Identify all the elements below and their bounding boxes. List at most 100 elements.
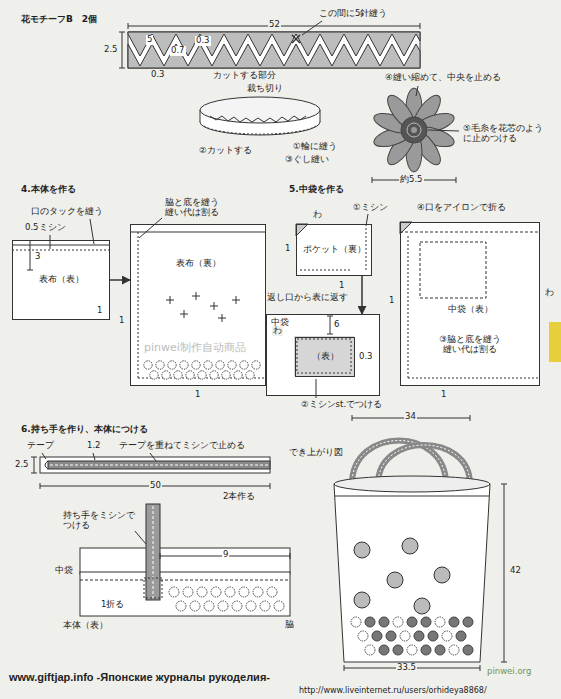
annotation-text: 1	[118, 316, 125, 326]
step-arrow	[110, 279, 130, 281]
drawing-line	[122, 32, 123, 68]
section-heading: 5.中袋を作る	[288, 184, 345, 194]
drawing-circle	[351, 617, 361, 627]
main-body-figure	[12, 218, 266, 386]
drawing-circle	[400, 631, 410, 641]
drawing-line	[153, 506, 154, 598]
section-heading: www.giftjap.info -Японские журналы рукод…	[8, 671, 271, 684]
lining-figure	[266, 214, 540, 398]
drawing-circle	[180, 361, 188, 369]
drawing-line	[119, 32, 125, 33]
drawing-circle	[365, 617, 375, 627]
drawing-line	[470, 415, 471, 421]
piece-label: （表）	[312, 352, 339, 362]
annotation-text: 2.5	[14, 460, 30, 470]
polka-dots	[144, 361, 473, 655]
drawing-circle	[252, 361, 260, 369]
drawing-line	[335, 496, 489, 497]
drawing-line	[366, 228, 367, 270]
drawing-polygon	[128, 44, 420, 68]
drawing-rect	[297, 339, 351, 373]
drawing-circle	[210, 371, 218, 379]
drawing-rect	[128, 32, 420, 68]
annotation-text: 脇	[284, 620, 295, 630]
annotation-text: でき上がり図	[288, 448, 344, 458]
drawing-rect	[12, 240, 110, 320]
annotation-text: 1	[194, 390, 201, 400]
drawing-circle	[463, 617, 473, 627]
drawing-circle	[463, 645, 473, 655]
drawing-circle	[267, 587, 277, 597]
drawing-circle	[407, 645, 417, 655]
drawing-circle	[449, 617, 459, 627]
drawing-circle	[414, 598, 430, 614]
drawing-rect	[130, 224, 266, 386]
annotation-text: 1	[440, 390, 447, 400]
annotation-text: テープを重ねてミシンで止める	[118, 441, 246, 451]
annotation-text: 34	[404, 412, 417, 422]
drawing-line	[40, 483, 41, 489]
drawing-circle	[354, 542, 370, 558]
annotation-text: 2.5	[103, 45, 119, 55]
drawing-line	[352, 415, 353, 421]
annotation-text: 0.5ミシン	[24, 223, 67, 233]
drawing-circle	[386, 631, 396, 641]
drawing-circle	[174, 371, 182, 379]
drawing-circle	[393, 617, 403, 627]
drawing-circle	[204, 601, 214, 611]
drawing-circle	[168, 361, 176, 369]
drawing-rect	[80, 572, 290, 616]
drawing-circle	[387, 572, 403, 588]
drawing-circle	[358, 631, 368, 641]
drawing-circle	[246, 371, 254, 379]
drawing-path	[334, 484, 490, 662]
drawing-line	[501, 484, 507, 485]
drawing-line	[34, 457, 35, 473]
drawing-rect	[266, 314, 380, 396]
drawing-line	[30, 240, 31, 270]
drawing-circle	[169, 587, 179, 597]
drawing-line	[150, 453, 156, 461]
drawing-circle	[198, 371, 206, 379]
drawing-path	[204, 126, 316, 134]
section-heading: 花モチーフB 2個	[20, 14, 98, 24]
drawing-line	[300, 270, 350, 271]
drawing-circle	[274, 601, 284, 611]
annotation-text: ②ミシンst.でつける	[300, 400, 383, 410]
annotation-text: ②カットする	[198, 146, 253, 156]
drawing-ellipse	[200, 97, 320, 123]
drawing-circle	[234, 371, 242, 379]
drawing-rect	[48, 461, 270, 469]
annotation-text: ①ミシン	[352, 203, 389, 213]
drawing-rect	[294, 336, 354, 376]
annotation-text: 1	[338, 281, 345, 291]
annotation-text: わ	[272, 326, 283, 336]
annotation-text: 50	[149, 481, 162, 491]
section-heading: 6.持ち手を作り、本体につける	[20, 424, 149, 434]
annotation-text: 5	[146, 35, 153, 45]
drawing-line	[344, 665, 345, 671]
drawing-line	[31, 457, 37, 458]
drawing-line	[160, 553, 161, 559]
drawing-circle	[421, 645, 431, 655]
annotation-text: テープ	[26, 441, 55, 451]
drawing-circle	[435, 617, 445, 627]
annotation-text: 1折る	[100, 600, 125, 610]
piece-label: 中袋（表）	[448, 305, 493, 315]
drawing-circle	[421, 617, 431, 627]
drawing-circle	[232, 601, 242, 611]
annotation-text: 本体（表）	[62, 621, 109, 631]
drawing-circle	[192, 361, 200, 369]
drawing-circle	[216, 361, 224, 369]
annotation-text: ①輪に縫う	[292, 142, 338, 152]
drawing-circle	[435, 645, 445, 655]
annotation-text: カットする部分	[212, 71, 277, 81]
page-tab	[549, 322, 561, 362]
drawing-rect	[144, 578, 162, 598]
drawing-line	[134, 530, 146, 544]
drawing-circle	[150, 371, 158, 379]
drawing-circle	[428, 631, 438, 641]
annotation-text: 1	[388, 296, 395, 306]
drawing-line	[130, 232, 266, 233]
pattern-piece: 中袋（表）③脇と底を縫う 縫い代は割る	[400, 222, 540, 386]
